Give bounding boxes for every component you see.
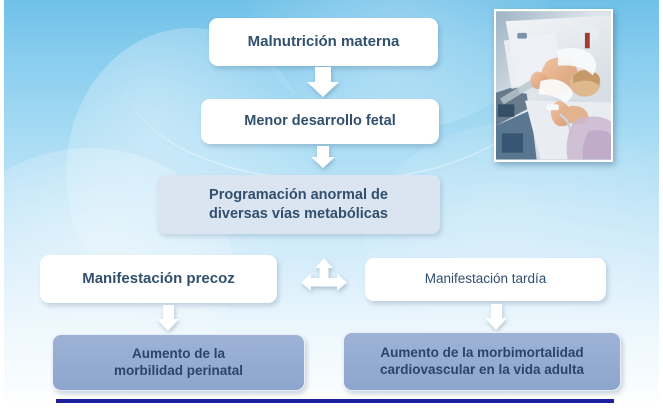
- node-manifestacion-tardia: Manifestación tardía: [365, 258, 606, 301]
- node-label-line2: diversas vías metabólicas: [209, 205, 388, 222]
- arrow-down-icon: [307, 67, 339, 97]
- arrow-left-up-right-icon: [300, 257, 348, 301]
- node-label: Manifestación precoz: [82, 269, 235, 287]
- node-programacion-anormal: Programación anormal de diversas vías me…: [157, 175, 440, 234]
- slide-bottom-margin: [0, 404, 663, 413]
- node-label-line1: Programación anormal de: [209, 187, 388, 204]
- node-menor-desarrollo-fetal: Menor desarrollo fetal: [201, 99, 439, 144]
- node-label-line1: Aumento de la morbimortalidad: [380, 344, 584, 360]
- bottom-divider: [56, 399, 614, 403]
- node-label-line2: morbilidad perinatal: [113, 362, 244, 378]
- node-malnutricion-materna: Malnutrición materna: [209, 18, 438, 66]
- slide-background: Malnutrición materna Menor desarrollo fe…: [4, 0, 659, 404]
- arrow-down-icon: [484, 304, 508, 330]
- node-label-line2: cardiovascular en la vida adulta: [379, 361, 585, 377]
- arrow-down-icon: [156, 305, 180, 331]
- node-label: Malnutrición materna: [247, 32, 400, 50]
- slide-right-margin: [659, 0, 663, 413]
- arrow-down-icon: [311, 146, 335, 168]
- node-label-line1: Aumento de la: [131, 345, 225, 361]
- node-morbilidad-perinatal: Aumento de la morbilidad perinatal: [52, 334, 305, 391]
- newborn-incubator-photo: [494, 9, 613, 162]
- node-morbimortalidad-cardiovascular: Aumento de la morbimortalidad cardiovasc…: [343, 332, 621, 391]
- node-label: Manifestación tardía: [424, 271, 547, 287]
- node-manifestacion-precoz: Manifestación precoz: [40, 255, 277, 303]
- node-label: Menor desarrollo fetal: [244, 113, 396, 130]
- slide-left-margin: [0, 0, 4, 413]
